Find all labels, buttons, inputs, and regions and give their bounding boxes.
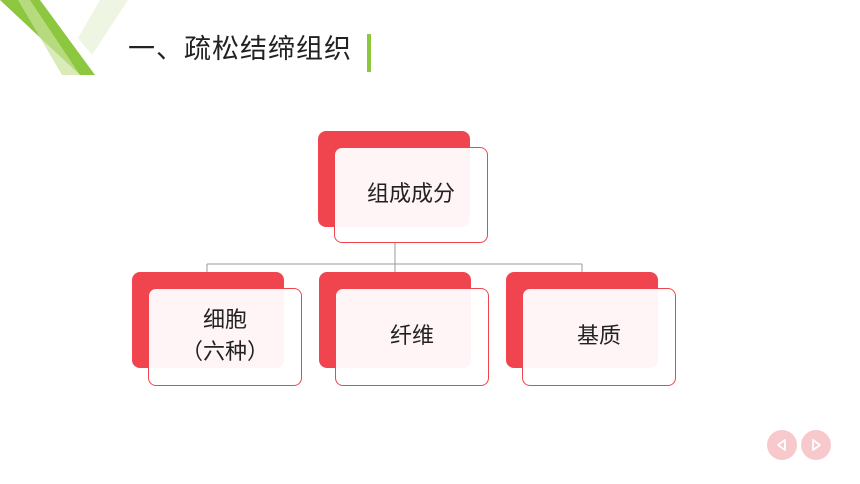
root-node-box: 组成成分 [334, 147, 488, 243]
slide-title: 一、疏松结缔组织 [128, 34, 352, 65]
prev-slide-button[interactable] [767, 430, 797, 460]
triangle-right-icon [812, 439, 821, 451]
corner-stripe-light [18, 0, 80, 75]
child-node-box: 细胞 （六种） [148, 288, 302, 386]
root-node-label: 组成成分 [366, 182, 455, 207]
corner-decoration [0, 0, 128, 75]
child-node-label: 基质 [576, 324, 621, 349]
child-node-box: 纤维 [335, 288, 489, 386]
child-node-label: 纤维 [389, 324, 434, 349]
title-accent-bar [367, 34, 371, 72]
next-slide-button[interactable] [801, 430, 831, 460]
child-node-box: 基质 [522, 288, 676, 386]
child-node-sublabel: （六种） [180, 340, 269, 365]
child-node-label: 细胞 [202, 308, 247, 333]
corner-stripe-pale [78, 0, 128, 55]
triangle-left-icon [777, 439, 786, 451]
